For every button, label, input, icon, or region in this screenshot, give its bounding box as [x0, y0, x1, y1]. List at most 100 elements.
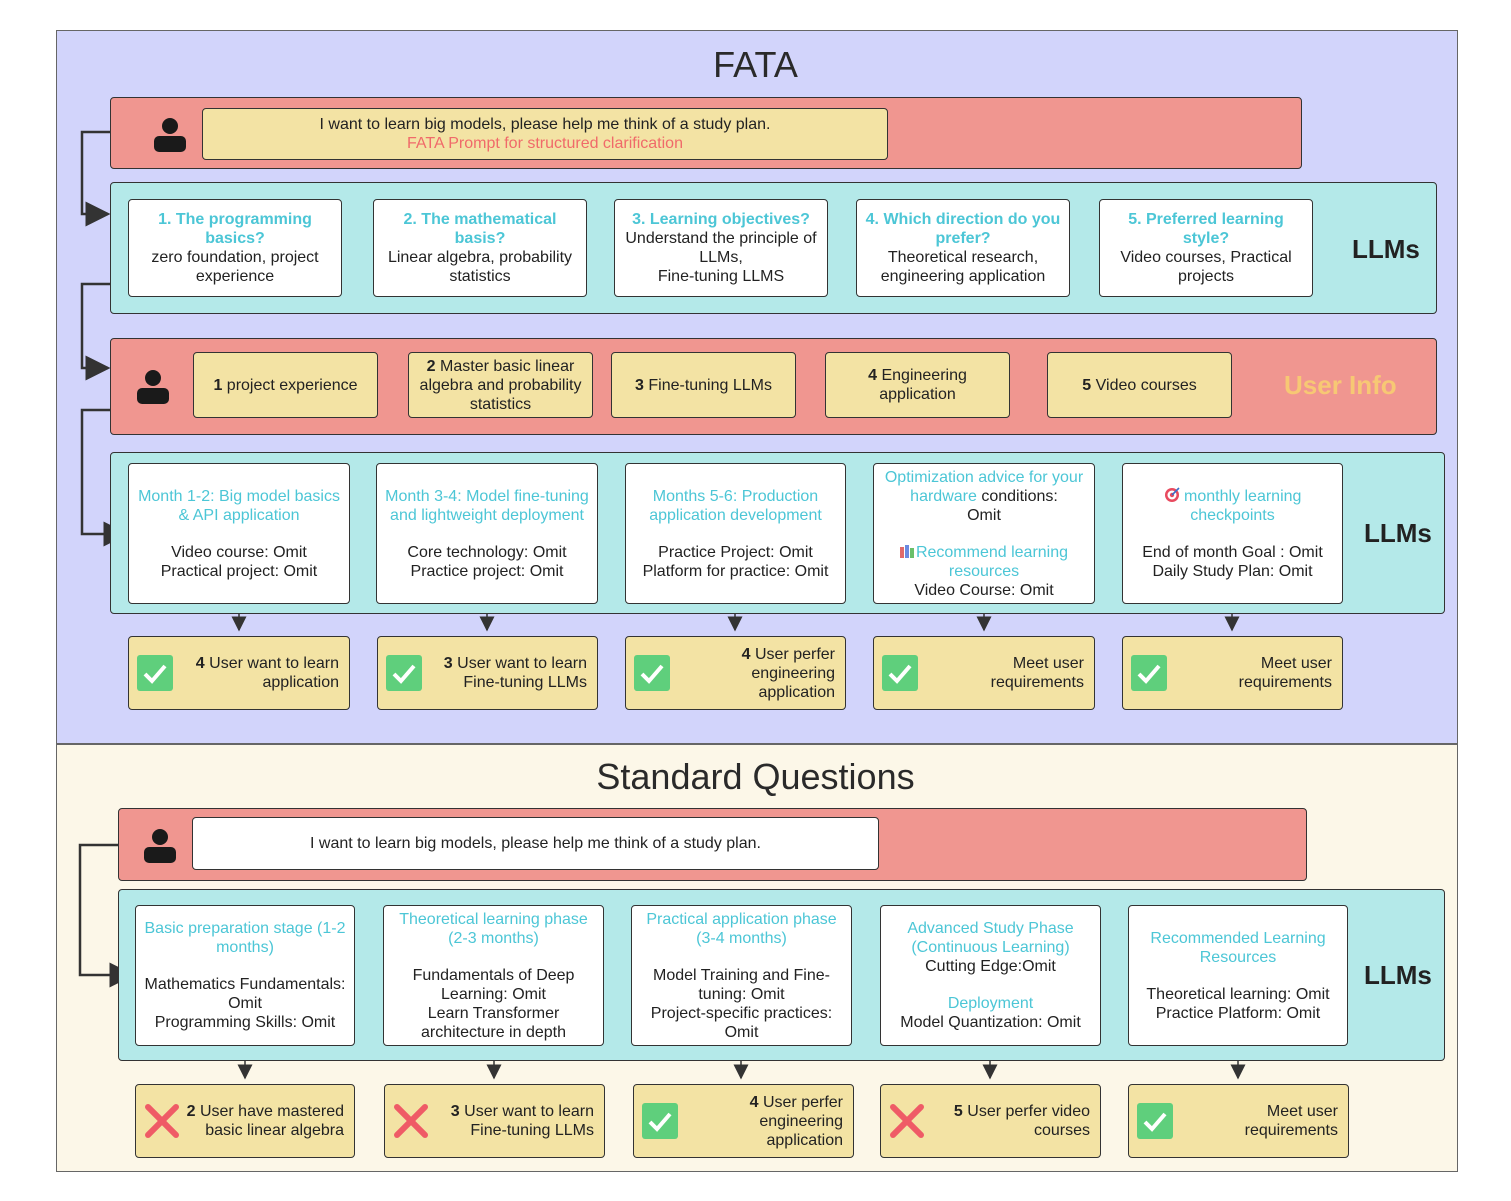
fata-prompt-subtitle: FATA Prompt for structured clarification [407, 135, 683, 152]
question-answer: zero foundation, project experience [151, 249, 319, 285]
plan-line: Learn Transformer architecture in depth [421, 1004, 566, 1041]
info-number: 3 [635, 376, 644, 394]
plan-line: End of month Goal : Omit [1142, 543, 1323, 561]
user-info-item-1: 1 project experience [193, 352, 378, 418]
info-text: Fine-tuning LLMs [648, 376, 772, 394]
plan-line: Video course: Omit [171, 543, 307, 561]
plan-card-3: Months 5-6: Production application devel… [625, 463, 846, 604]
info-number: 1 [213, 376, 223, 394]
info-number: 4 [868, 367, 878, 384]
plan-card-1: Month 1-2: Big model basics & API applic… [128, 463, 350, 604]
question-answer: Fine-tuning LLMS [657, 268, 785, 285]
question-card-5: 5. Preferred learning style? Video cours… [1099, 199, 1313, 297]
question-answer: Theoretical research, engineering applic… [880, 249, 1046, 285]
plan-line: Mathematics Fundamentals: Omit [144, 976, 346, 1012]
plan-line: Model Quantization: Omit [900, 1014, 1081, 1031]
plan-title: Theoretical learning phase (2-3 months) [399, 910, 588, 947]
question-answer: Video courses, Practical projects [1120, 249, 1292, 285]
user-info-item-2: 2 Master basic linear algebra and probab… [408, 352, 593, 418]
result-number: 4 [741, 645, 751, 663]
user-info-item-5: 5 Video courses [1047, 352, 1232, 418]
plan-title: Month 1-2: Big model basics & API applic… [138, 487, 340, 524]
check-icon [882, 655, 918, 691]
result-number: 5 [953, 1103, 963, 1120]
question-card-3: 3. Learning objectives? Understand the p… [614, 199, 828, 297]
question-title: 3. Learning objectives? [632, 211, 810, 228]
plan-title: Advanced Study Phase (Continuous Learnin… [907, 920, 1074, 956]
plan-line: Daily Study Plan: Omit [1152, 562, 1313, 580]
fata-result-5: Meet user requirements [1122, 636, 1343, 710]
std-result-2: 3 User want to learn Fine-tuning LLMs [384, 1084, 605, 1158]
plan-title: Recommended Learning Resources [1150, 929, 1326, 966]
std-plan-card-1: Basic preparation stage (1-2 months) Mat… [135, 905, 355, 1046]
question-title: 5. Preferred learning style? [1128, 211, 1284, 247]
fata-title: FATA [713, 44, 798, 85]
fata-prompt-box: I want to learn big models, please help … [202, 108, 888, 160]
std-plan-card-3: Practical application phase (3-4 months)… [631, 905, 852, 1046]
check-icon [137, 655, 173, 691]
result-number: 3 [443, 655, 453, 672]
plan-card-4: Optimization advice for your hardware co… [873, 463, 1095, 604]
cross-icon [145, 1104, 179, 1138]
llms-label: LLMs [1352, 234, 1420, 264]
plan-line: Video Course: Omit [914, 581, 1054, 599]
result-number: 4 [749, 1093, 759, 1111]
check-icon [1137, 1103, 1173, 1139]
plan-title: Basic preparation stage (1-2 months) [144, 920, 346, 956]
target-icon [1164, 486, 1180, 502]
standard-prompt-text: I want to learn big models, please help … [310, 835, 761, 852]
result-text: User want to learn Fine-tuning LLMs [464, 1103, 594, 1139]
question-card-4: 4. Which direction do you prefer? Theore… [856, 199, 1070, 297]
result-text: Meet user requirements [1244, 1103, 1338, 1139]
question-title: 1. The programming basics? [158, 211, 312, 247]
result-text: User perfer engineering application [751, 645, 835, 701]
std-result-4: 5 User perfer video courses [880, 1084, 1101, 1158]
std-result-1: 2 User have mastered basic linear algebr… [135, 1084, 355, 1158]
plan-line: Practice Platform: Omit [1155, 1004, 1321, 1022]
check-icon [386, 655, 422, 691]
result-text: Meet user requirements [1238, 655, 1332, 691]
plan-line: Programming Skills: Omit [154, 1014, 336, 1031]
result-number: 3 [450, 1103, 460, 1120]
plan-card-2: Month 3-4: Model fine-tuning and lightwe… [376, 463, 598, 604]
check-icon [1131, 655, 1167, 691]
fata-result-2: 3 User want to learn Fine-tuning LLMs [377, 636, 598, 710]
plan-title: Months 5-6: Production application devel… [649, 487, 822, 524]
question-title: 2. The mathematical basis? [403, 211, 557, 247]
user-info-label: User Info [1284, 370, 1397, 400]
user-info-item-4: 4 Engineering application [825, 352, 1010, 418]
info-number: 2 [426, 357, 436, 375]
plan-line: Platform for practice: Omit [642, 562, 829, 580]
cross-icon [890, 1104, 924, 1138]
std-plan-card-2: Theoretical learning phase (2-3 months) … [383, 905, 604, 1046]
plan-title: Practical application phase (3-4 months) [646, 910, 837, 947]
plan-line: Model Training and Fine-tuning: Omit [653, 966, 830, 1003]
plan-title: Recommend learning resources [915, 543, 1069, 580]
plan-card-5: monthly learning checkpoints End of mont… [1122, 463, 1343, 604]
plan-title: Optimization advice for your hardware [884, 468, 1084, 505]
books-icon [899, 544, 914, 558]
result-text: User perfer engineering application [759, 1093, 843, 1149]
check-icon [642, 1103, 678, 1139]
result-number: 4 [195, 655, 205, 672]
std-result-5: Meet user requirements [1128, 1084, 1349, 1158]
question-answer: Understand the principle of LLMs, [625, 230, 817, 266]
check-icon [634, 655, 670, 691]
plan-title: monthly learning checkpoints [1184, 487, 1302, 524]
plan-line: Cutting Edge:Omit [925, 958, 1056, 975]
info-number: 5 [1082, 376, 1092, 394]
result-text: User perfer video courses [967, 1103, 1090, 1139]
std-result-3: 4 User perfer engineering application [633, 1084, 854, 1158]
plan-title-suffix: conditions: [976, 487, 1058, 505]
plan-line: Practice Project: Omit [658, 543, 813, 561]
info-text: Engineering application [879, 367, 967, 403]
question-title: 4. Which direction do you prefer? [865, 211, 1061, 247]
question-card-2: 2. The mathematical basis? Linear algebr… [373, 199, 587, 297]
std-plan-card-5: Recommended Learning Resources Theoretic… [1128, 905, 1348, 1046]
question-card-1: 1. The programming basics? zero foundati… [128, 199, 342, 297]
question-answer: Linear algebra, probability statistics [387, 249, 573, 285]
plan-subtitle: Deployment [947, 995, 1034, 1012]
standard-prompt-box: I want to learn big models, please help … [192, 817, 879, 870]
info-text: Video courses [1095, 376, 1197, 394]
llms-label-2: LLMs [1364, 518, 1432, 548]
